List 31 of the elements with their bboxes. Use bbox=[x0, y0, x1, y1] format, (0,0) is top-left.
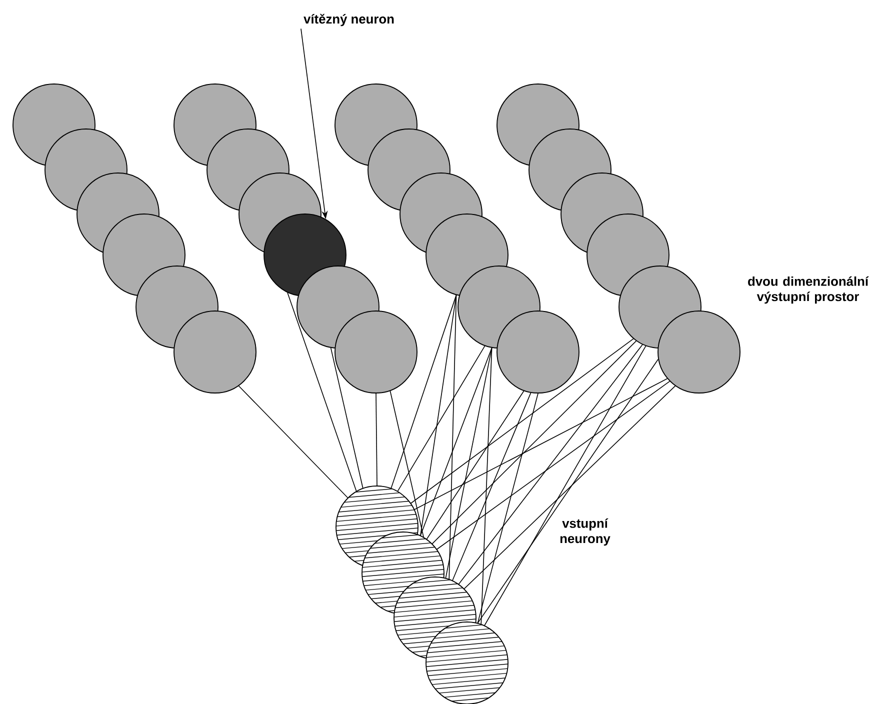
connection-line bbox=[420, 294, 457, 536]
connection-line bbox=[464, 386, 676, 590]
connection-line bbox=[420, 347, 492, 536]
connection-line bbox=[432, 340, 637, 544]
text-label: dvou dimenzionální výstupní prostor bbox=[748, 276, 869, 304]
connection-line bbox=[452, 392, 532, 582]
output-neuron bbox=[174, 310, 256, 394]
connection-line bbox=[390, 294, 457, 489]
output-neuron bbox=[496, 310, 580, 394]
connection-line bbox=[436, 380, 670, 550]
connection-line bbox=[287, 292, 357, 492]
input-neuron bbox=[426, 622, 508, 704]
connection-line bbox=[445, 347, 492, 579]
output-neuron bbox=[658, 310, 740, 394]
connection-line bbox=[330, 347, 364, 489]
connection-line bbox=[238, 386, 348, 498]
connection-line bbox=[410, 338, 634, 504]
connection-line bbox=[484, 346, 646, 626]
connection-line bbox=[390, 390, 424, 538]
connection-line bbox=[477, 358, 659, 624]
output-neuron bbox=[334, 310, 418, 394]
text-label: vstupní neurony bbox=[560, 518, 610, 546]
connection-line bbox=[397, 346, 486, 492]
connection-line bbox=[448, 294, 457, 580]
connection-line bbox=[376, 393, 378, 486]
connection-line bbox=[458, 344, 643, 585]
node-label: vítězný neuron bbox=[304, 14, 394, 26]
connection-line bbox=[414, 378, 668, 510]
connection-line bbox=[480, 347, 492, 625]
connection-line bbox=[477, 393, 538, 624]
connection-line bbox=[426, 390, 524, 540]
